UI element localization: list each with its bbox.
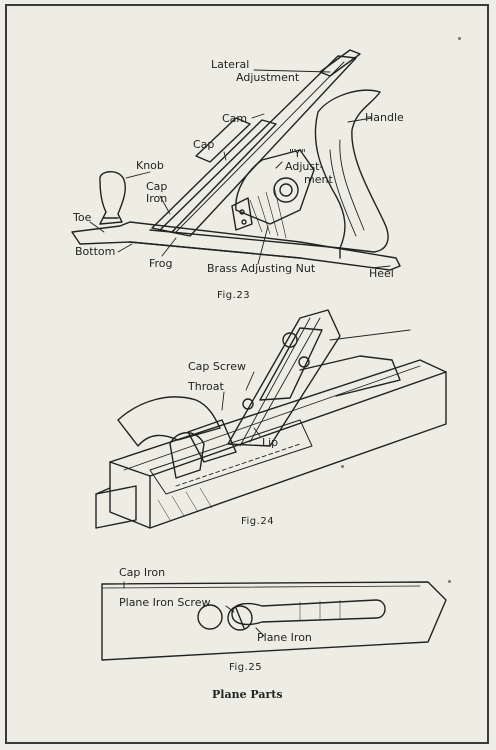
label-cap-iron-1: Cap xyxy=(146,180,168,193)
label-plane-iron-screw: Plane Iron Screw xyxy=(119,596,211,609)
label-cam: Cam xyxy=(222,112,248,125)
label-lateral: Lateral xyxy=(211,58,250,71)
fig23-plane-illustration xyxy=(71,49,401,271)
fig23-caption: Fig.23 xyxy=(217,290,251,301)
label-knob: Knob xyxy=(136,159,164,172)
fig24-caption: Fig.24 xyxy=(241,516,275,527)
label-adjust: Adjust- xyxy=(285,160,324,173)
label-plane-iron: Plane Iron xyxy=(257,631,312,644)
label-toe: Toe xyxy=(73,211,92,224)
label-adjustment: Adjustment xyxy=(236,71,300,84)
label-y: "Y" xyxy=(289,147,306,160)
speck xyxy=(458,37,461,40)
label-ment: ment xyxy=(304,173,333,186)
label-heel: Heel xyxy=(369,267,394,280)
speck xyxy=(448,580,451,583)
label-handle: Handle xyxy=(365,111,404,124)
label-lip: Lip xyxy=(262,436,279,449)
fig25-caption: Fig.25 xyxy=(229,662,263,673)
page-caption: Plane Parts xyxy=(212,688,283,701)
label-throat: Throat xyxy=(188,380,224,393)
label-cap: Cap xyxy=(193,138,215,151)
label-brass-adjusting-nut: Brass Adjusting Nut xyxy=(207,262,316,275)
label-cap-iron: Cap Iron xyxy=(119,566,166,579)
label-cap-screw: Cap Screw xyxy=(188,360,246,373)
label-frog: Frog xyxy=(149,257,173,270)
speck xyxy=(341,465,344,468)
fig25-plane-iron-illustration xyxy=(101,581,447,661)
fig24-plane-illustration xyxy=(95,309,447,529)
label-cap-iron-2: Iron xyxy=(146,192,168,205)
label-bottom: Bottom xyxy=(75,245,116,258)
